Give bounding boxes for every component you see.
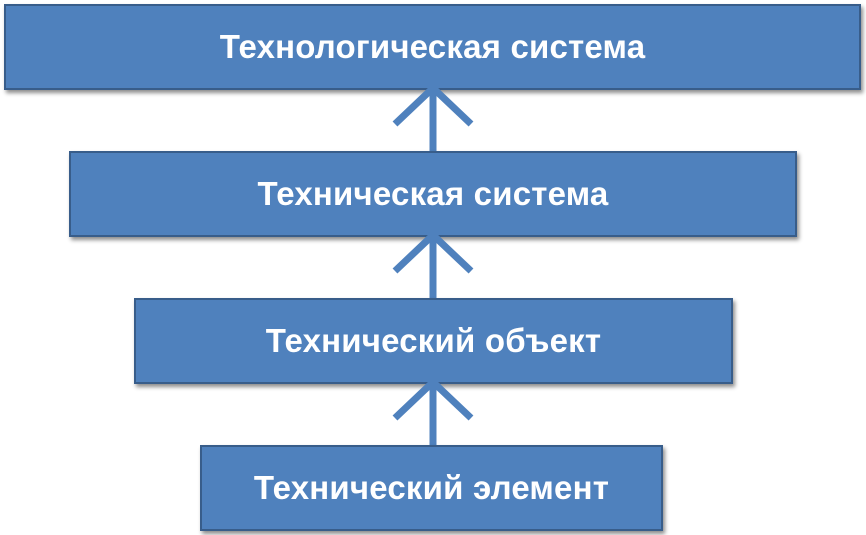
level-label: Техническая система [257, 175, 609, 212]
level-technical-system: Техническая система [69, 151, 797, 237]
arrow-up-icon [392, 377, 474, 446]
level-technical-element: Технический элемент [200, 445, 663, 531]
arrow-up-icon [392, 230, 474, 299]
arrow-up-icon [392, 83, 474, 152]
level-label: Технологическая система [219, 28, 646, 65]
level-technical-object: Технический объект [134, 298, 733, 384]
level-label: Технический объект [265, 322, 602, 359]
level-label: Технический элемент [253, 469, 610, 506]
level-technological-system: Технологическая система [4, 4, 861, 90]
